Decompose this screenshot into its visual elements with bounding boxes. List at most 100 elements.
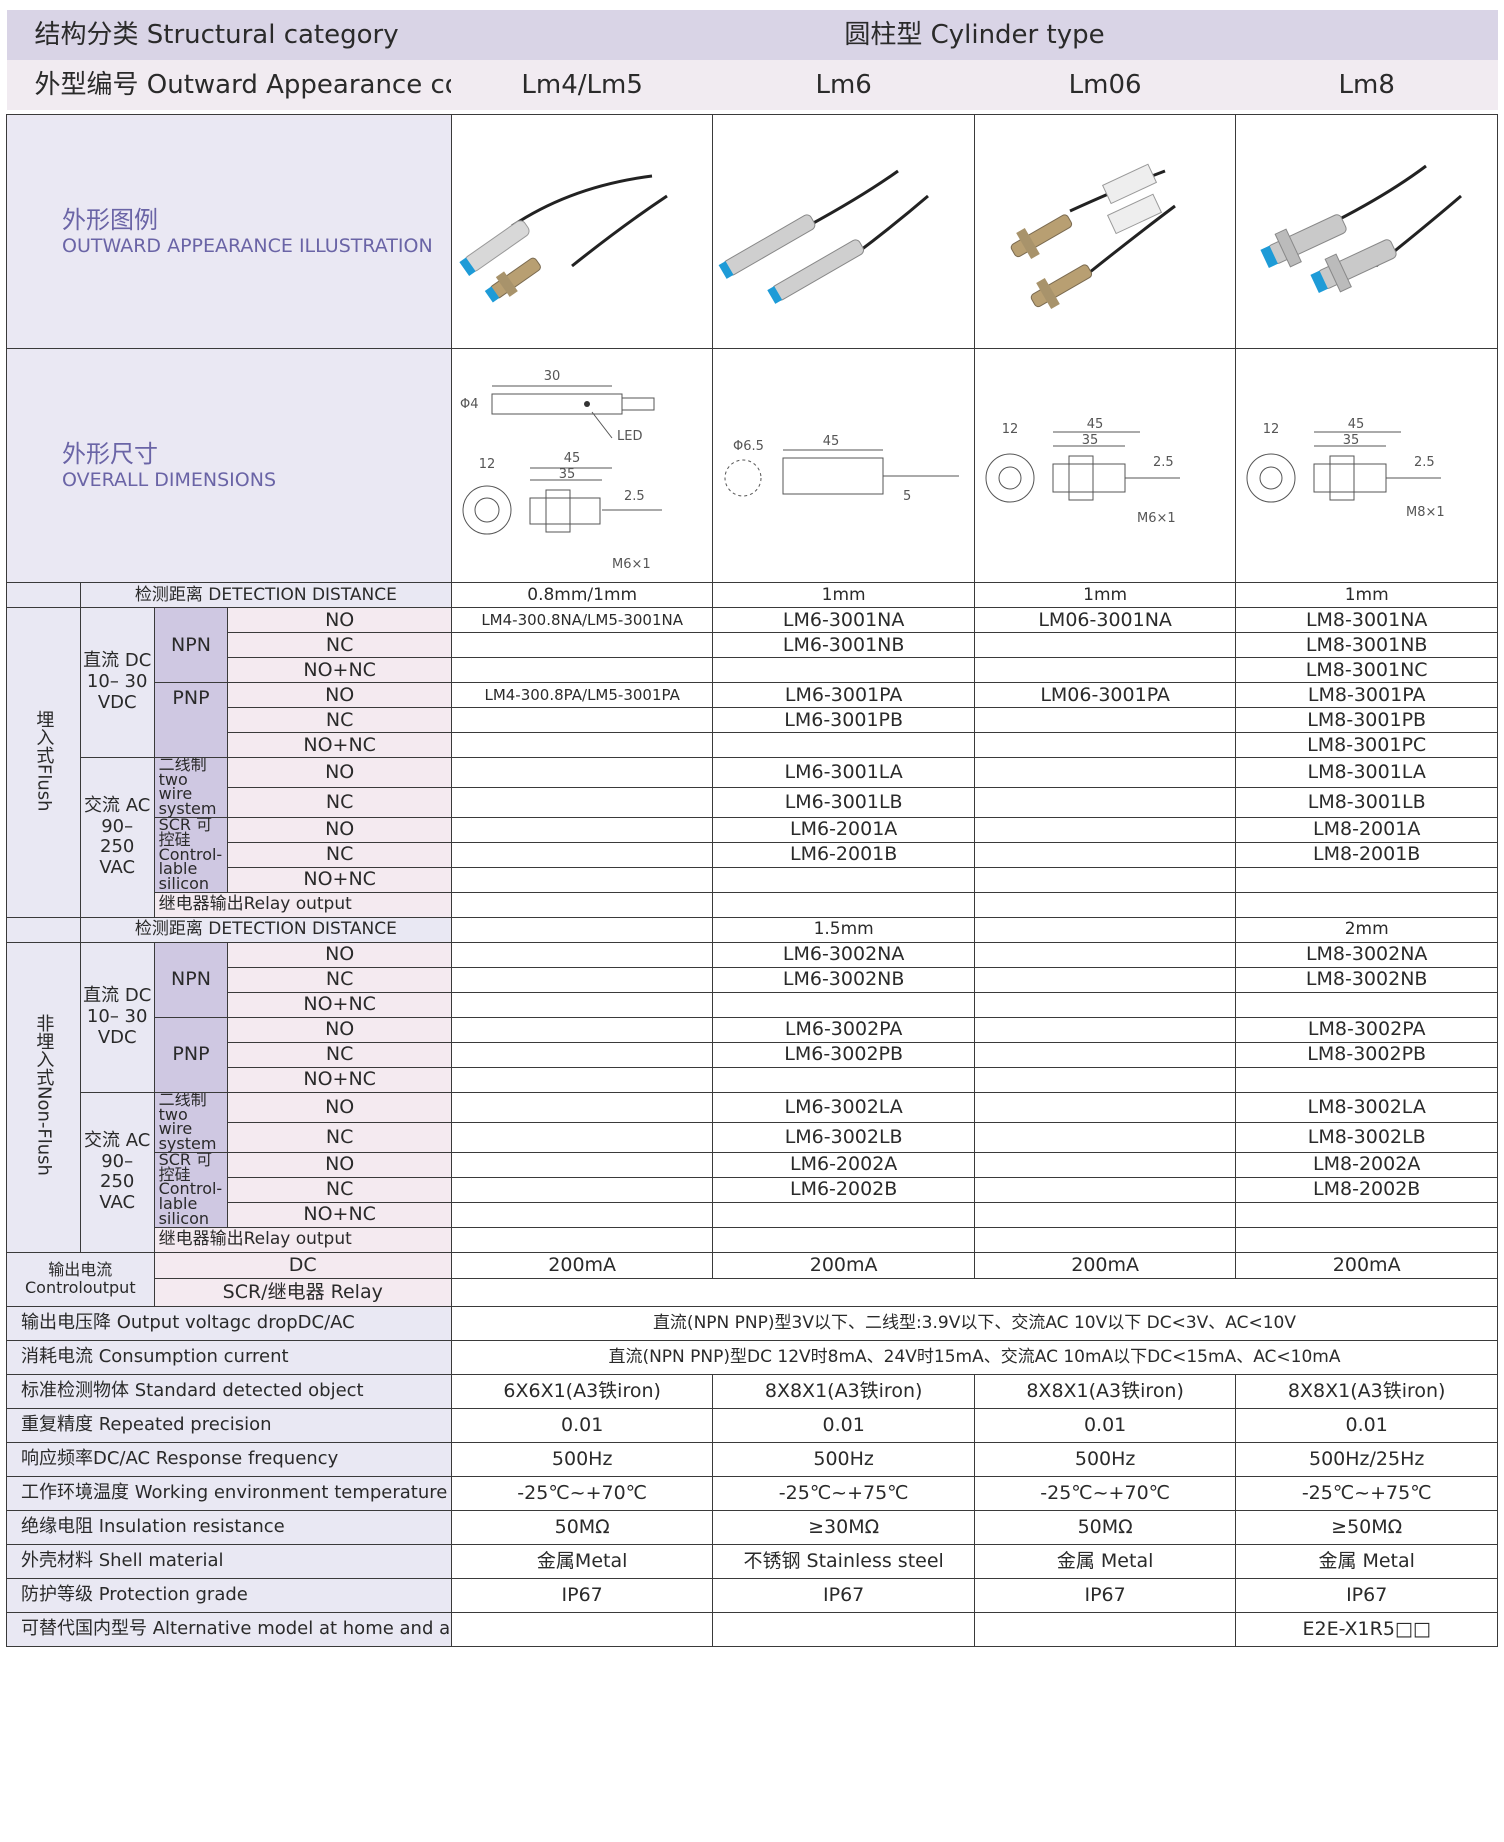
spec-9-lm4 [450, 1611, 714, 1647]
flush-row-10-lm6 [712, 866, 975, 893]
flush-relay-lm8 [1235, 891, 1498, 918]
nonflush-distance-lm6: 1.5mm [712, 916, 975, 943]
nonflush-scr-label: SCR 可控硅 Control- lable silicon [153, 1151, 229, 1228]
spec-6-label: 绝缘电阻 Insulation resistance [6, 1509, 452, 1545]
flush-row-6-lm8: LM8-3001LA [1235, 757, 1498, 788]
flush-row-2-lm8: LM8-3001NC [1235, 657, 1498, 683]
flush-relay-lm06 [973, 891, 1237, 918]
nonflush-row-3-lm8: LM8-3002PA [1235, 1016, 1498, 1043]
spec-7-label: 外壳材料 Shell material [6, 1543, 452, 1579]
output-scr-label: SCR/继电器 Relay [153, 1277, 452, 1307]
flush-row-5-lm06 [973, 732, 1237, 758]
spec-4-lm06: 500Hz [973, 1441, 1237, 1477]
nonflush-row-5-lm4 [450, 1066, 714, 1093]
nonflush-row-0-lm6: LM6-3002NA [712, 941, 975, 968]
code-lm8: Lm8 [1235, 60, 1498, 110]
output-dc-label: DC [153, 1251, 452, 1279]
drawing-lm6: Φ6.5 45 5 [712, 348, 975, 583]
nonflush-distance-lm8: 2mm [1235, 916, 1498, 943]
nonflush-relay-lm4 [450, 1226, 714, 1253]
flush-row-9-lm06 [973, 841, 1237, 868]
flush-row-2-lm4 [450, 657, 714, 683]
drawing-lm8: 12 45 35 2.5 M8×1 [1235, 348, 1498, 583]
flush-row-8-lm6: LM6-2001A [712, 816, 975, 843]
spec-0-label: 输出电压降 Output voltagc dropDC/AC [6, 1305, 452, 1341]
nonflush-row-8-type: NO [227, 1151, 452, 1178]
spec-3-lm4: 0.01 [450, 1407, 714, 1443]
nonflush-row-6-lm6: LM6-3002LA [712, 1091, 975, 1123]
flush-row-6-lm6: LM6-3001LA [712, 757, 975, 788]
flush-row-10-lm4 [450, 866, 714, 893]
flush-row-0-lm06: LM06-3001NA [973, 607, 1237, 633]
dim-d25: 2.5 [1414, 455, 1435, 470]
output-dc-lm8: 200mA [1235, 1251, 1498, 1279]
dim-w12: 12 [1263, 422, 1280, 437]
nonflush-row-9-lm06 [973, 1176, 1237, 1203]
nonflush-row-5-lm6 [712, 1066, 975, 1093]
nonflush-row-10-lm6 [712, 1201, 975, 1228]
flush-row-9-lm6: LM6-2001B [712, 841, 975, 868]
flush-row-5-lm4 [450, 732, 714, 758]
illustration-label: 外形图例 OUTWARD APPEARANCE ILLUSTRATION [6, 114, 452, 349]
dimension-drawing-lm4: 30 Φ4 LED 12 45 35 2.5 M6×1 [460, 369, 662, 572]
nonflush-row-0-type: NO [227, 941, 452, 968]
spec-7-lm8: 金属 Metal [1235, 1543, 1498, 1579]
flush-row-3-lm06: LM06-3001PA [973, 682, 1237, 708]
flush-row-7-type: NC [227, 786, 452, 818]
nonflush-two-wire-label: 二线制 two wire system [153, 1091, 229, 1153]
flush-row-2-lm6 [712, 657, 975, 683]
spec-3-lm6: 0.01 [712, 1407, 975, 1443]
dimensions-label-cn: 外形尺寸 [62, 439, 158, 468]
flush-relay-lm4 [450, 891, 714, 918]
nonflush-row-8-lm6: LM6-2002A [712, 1151, 975, 1178]
spec-4-lm4: 500Hz [450, 1441, 714, 1477]
nonflush-row-7-lm8: LM8-3002LB [1235, 1121, 1498, 1153]
flush-row-5-lm6 [712, 732, 975, 758]
nonflush-row-2-lm4 [450, 991, 714, 1018]
nonflush-row-8-lm06 [973, 1151, 1237, 1178]
flush-dc-label: 直流 DC 10– 30 VDC [79, 607, 155, 758]
sensor-photo-lm06 [1010, 163, 1176, 309]
flush-row-9-type: NC [227, 841, 452, 868]
spec-4-lm8: 500Hz/25Hz [1235, 1441, 1498, 1477]
spec-5-label: 工作环境温度 Working environment temperature [6, 1475, 452, 1511]
nonflush-row-9-lm4 [450, 1176, 714, 1203]
dim-diameter: Φ6.5 [733, 439, 764, 454]
flush-row-10-type: NO+NC [227, 866, 452, 893]
flush-row-1-type: NC [227, 632, 452, 658]
spec-2-lm4: 6X6X1(A3铁iron) [450, 1373, 714, 1409]
spec-9-lm06 [973, 1611, 1237, 1647]
nonflush-row-1-type: NC [227, 966, 452, 993]
spec-4-label: 响应频率DC/AC Response frequency [6, 1441, 452, 1477]
nonflush-detection-spacer [6, 916, 81, 943]
spec-8-label: 防护等级 Protection grade [6, 1577, 452, 1613]
nonflush-row-4-lm4 [450, 1041, 714, 1068]
illustration-label-cn: 外形图例 [62, 205, 158, 234]
flush-row-4-lm4 [450, 707, 714, 733]
flush-distance-lm4: 0.8mm/1mm [450, 582, 714, 608]
nonflush-row-4-type: NC [227, 1041, 452, 1068]
flush-row-7-lm6: LM6-3001LB [712, 786, 975, 818]
flush-row-7-lm06 [973, 786, 1237, 818]
illustration-label-en: OUTWARD APPEARANCE ILLUSTRATION [62, 234, 433, 257]
nonflush-row-2-lm8 [1235, 991, 1498, 1018]
flush-row-1-lm8: LM8-3001NB [1235, 632, 1498, 658]
spec-8-lm6: IP67 [712, 1577, 975, 1613]
nonflush-row-4-lm8: LM8-3002PB [1235, 1041, 1498, 1068]
flush-row-1-lm4 [450, 632, 714, 658]
flush-row-2-lm06 [973, 657, 1237, 683]
flush-row-1-lm6: LM6-3001NB [712, 632, 975, 658]
spec-8-lm06: IP67 [973, 1577, 1237, 1613]
flush-row-7-lm8: LM8-3001LB [1235, 786, 1498, 818]
flush-two-wire-label: 二线制 two wire system [153, 757, 229, 818]
spec-5-lm06: -25℃~+70℃ [973, 1475, 1237, 1511]
output-dc-lm6: 200mA [712, 1251, 975, 1279]
flush-detection-label: 检测距离 DETECTION DISTANCE [79, 582, 452, 608]
nonflush-row-1-lm8: LM8-3002NB [1235, 966, 1498, 993]
nonflush-dc-label: 直流 DC 10– 30 VDC [79, 941, 155, 1093]
nonflush-row-0-lm06 [973, 941, 1237, 968]
flush-detection-spacer [6, 582, 81, 608]
nonflush-row-0-lm4 [450, 941, 714, 968]
nonflush-distance-lm4 [450, 916, 714, 943]
nonflush-relay-lm06 [973, 1226, 1237, 1253]
